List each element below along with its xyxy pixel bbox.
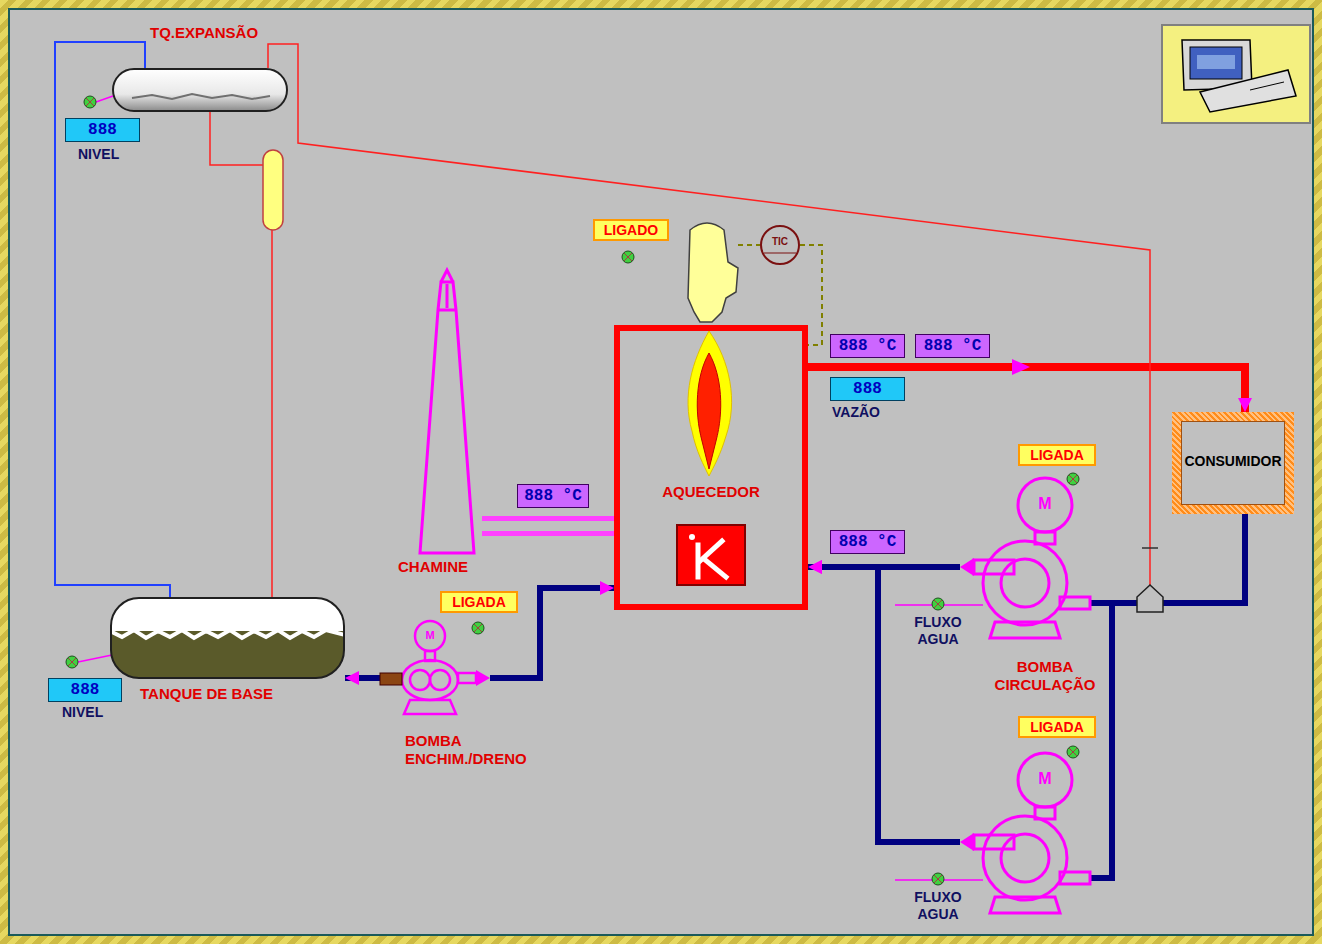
pipe-connector — [1090, 514, 1245, 878]
base-tank: TANQUE DE BASE — [110, 597, 345, 679]
circulation-pump-shape — [960, 745, 1090, 915]
circulation-pump: LIGADA — [960, 745, 1090, 915]
node-label: BOMBA ENCHIM./DRENO — [405, 732, 540, 768]
expansion-tank-shape — [112, 68, 288, 112]
pipe-line — [482, 521, 614, 531]
digital-display: 888 — [65, 118, 140, 142]
motor-symbol-letter: M — [1035, 770, 1055, 788]
expansion-tank: TQ.EXPANSÃO — [112, 68, 288, 112]
chimney: CHAMINE — [412, 270, 482, 555]
consumer-box: CONSUMIDOR — [1172, 412, 1294, 514]
screen-panel — [8, 8, 1314, 936]
tag-label: VAZÃO — [832, 404, 880, 421]
node-label: AQUECEDOR — [662, 483, 760, 501]
computer-icon — [1162, 25, 1310, 123]
valve-symbol — [1137, 585, 1163, 612]
pipe-connector — [1090, 514, 1245, 603]
status-indicator: LIGADO — [593, 219, 669, 241]
burner — [688, 223, 738, 322]
leader-lines — [78, 96, 983, 880]
status-indicator: LIGADA — [1018, 444, 1096, 466]
chimney-shape — [412, 270, 482, 555]
circulation-pump-shape — [960, 470, 1090, 640]
base-tank-shape — [110, 597, 345, 679]
pipe-line — [1090, 514, 1245, 603]
fill-drain-pump-shape — [380, 618, 490, 718]
circulation-pump: BOMBA CIRCULAÇÃO — [960, 470, 1090, 640]
pipe-connector — [482, 526, 614, 527]
control-signal-line — [738, 244, 760, 246]
node-label: BOMBA CIRCULAÇÃO — [990, 658, 1100, 694]
node-label: TIC — [772, 236, 788, 247]
pipe-connector — [55, 42, 170, 597]
digital-display: 888 °C — [517, 484, 589, 508]
fill-drain-pump: BOMBA ENCHIM./DRENO — [380, 618, 490, 718]
heater-box-shape — [620, 331, 802, 604]
motor-symbol-letter: M — [420, 629, 440, 641]
tag-label: NIVEL — [78, 146, 119, 163]
digital-display: 888 — [830, 377, 905, 401]
pipe-connector — [808, 567, 960, 842]
node-label: TQ.EXPANSÃO — [150, 24, 258, 42]
tag-label: FLUXO AGUA — [903, 614, 973, 648]
digital-display: 888 °C — [915, 334, 990, 358]
status-lamps — [66, 96, 1079, 885]
heater-box: AQUECEDOR — [614, 325, 808, 610]
node-label: CHAMINE — [398, 558, 468, 576]
pipe-line — [482, 516, 614, 536]
flow-arrow — [1012, 359, 1030, 375]
digital-display: 888 — [48, 678, 122, 702]
pipe-connector — [345, 678, 380, 679]
expansion-return-line — [268, 44, 1158, 588]
tic-instrument: TIC — [760, 225, 800, 265]
pipe-line — [808, 567, 960, 842]
digital-display: 888 °C — [830, 334, 905, 358]
lamp-crosses — [68, 98, 1077, 883]
digital-display: 888 °C — [830, 530, 905, 554]
tag-label: FLUXO AGUA — [903, 889, 973, 923]
pipe-line — [1090, 514, 1245, 878]
node-label: LIGADA — [1018, 716, 1096, 738]
tag-label: NIVEL — [62, 704, 103, 721]
node-label: CONSUMIDOR — [1184, 453, 1281, 469]
sight-glass — [263, 150, 283, 230]
pipe-line — [345, 675, 380, 681]
node-label: TANQUE DE BASE — [140, 685, 273, 703]
pipe-line — [55, 42, 170, 597]
status-indicator: LIGADA — [440, 591, 518, 613]
motor-symbol-letter: M — [1035, 495, 1055, 513]
